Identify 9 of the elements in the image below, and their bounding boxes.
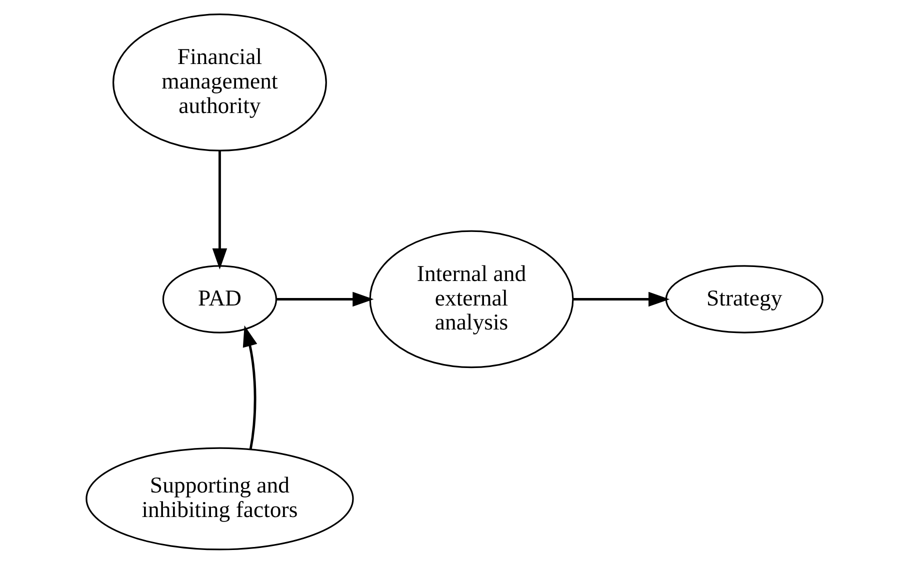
node-ellipse: Financial management authority <box>112 14 326 152</box>
node-ellipse: Internal and external analysis <box>368 230 574 368</box>
node-ellipse: Strategy <box>664 265 823 334</box>
node-ellipse: PAD <box>162 265 277 334</box>
arrow <box>212 150 227 270</box>
node-ellipse: Supporting and inhibiting factors <box>85 447 354 550</box>
arrow <box>276 292 374 307</box>
arrow <box>572 292 670 307</box>
arrow <box>242 325 257 450</box>
